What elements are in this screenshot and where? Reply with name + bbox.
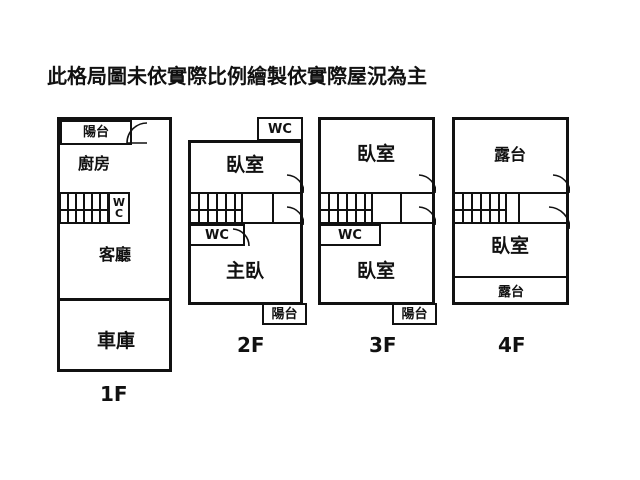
1f-garage-divider: [57, 298, 172, 301]
2f-bedroom-door-icon: [286, 174, 304, 193]
4f-terrace-door-icon: [552, 174, 570, 193]
2f-room-bedroom: 臥室: [212, 152, 278, 178]
3f-corridor-bottom-line: [318, 222, 435, 224]
4f-room-terrace-lower: 露台: [481, 282, 541, 302]
4f-room-terrace-upper-label: 露台: [493, 145, 526, 164]
3f-room-balcony: 陽台: [392, 303, 437, 325]
2f-room-master-bedroom-label: 主臥: [225, 259, 264, 282]
3f-corridor-divider: [400, 192, 402, 224]
1f-room-balcony-label: 陽台: [82, 125, 109, 140]
3f-room-bathroom: WC: [319, 224, 381, 246]
1f-room-living: 客廳: [82, 243, 148, 267]
2f-master-bedroom-door-icon: [286, 206, 304, 225]
2f-room-balcony: 陽台: [262, 303, 307, 325]
1f-room-garage-label: 車庫: [96, 329, 135, 352]
4f-corridor-bottom-line: [452, 222, 569, 224]
1f-balcony-door-icon: [126, 122, 148, 144]
3f-bedroom-upper-door-icon: [418, 174, 436, 193]
3f-room-bedroom-upper-label: 臥室: [356, 142, 395, 165]
3f-room-bedroom-lower: 臥室: [343, 258, 409, 284]
1f-room-kitchen: 廚房: [64, 152, 124, 176]
2f-bathroom-door-icon: [232, 226, 250, 246]
3f-bedroom-lower-door-icon: [418, 206, 436, 225]
2f-staircase: [189, 192, 243, 224]
2f-room-balcony-label: 陽台: [271, 306, 298, 322]
1f-outline: [57, 117, 172, 372]
2f-corridor-bottom-line: [188, 222, 303, 224]
3f-room-bathroom-label: WC: [338, 227, 362, 243]
2f-room-master-bedroom: 主臥: [212, 258, 278, 284]
4f-staircase: [453, 192, 507, 224]
4f-corridor-top-line: [452, 192, 569, 194]
2f-room-bathroom-upper: WC: [257, 117, 303, 141]
1f-staircase: [59, 192, 109, 224]
3f-room-bedroom-lower-label: 臥室: [356, 259, 395, 282]
3f-staircase: [319, 192, 373, 224]
2f-room-bathroom-lower-label: WC: [205, 227, 229, 243]
1f-room-living-label: 客廳: [98, 245, 131, 264]
2f-caption: 2F: [237, 333, 265, 357]
1f-room-garage: 車庫: [83, 327, 149, 355]
3f-corridor-top-line: [318, 192, 435, 194]
4f-caption: 4F: [498, 333, 526, 357]
4f-room-bedroom-label: 臥室: [490, 234, 529, 257]
1f-room-kitchen-label: 廚房: [77, 154, 110, 173]
4f-room-bedroom: 臥室: [477, 233, 543, 259]
4f-terrace-divider: [452, 276, 569, 278]
3f-room-balcony-label: 陽台: [401, 306, 428, 322]
page-title: 此格局圖未依實際比例繪製依實際屋況為主: [47, 64, 427, 88]
4f-corridor-divider: [518, 192, 520, 224]
2f-corridor-top-line: [188, 192, 303, 194]
3f-caption: 3F: [369, 333, 397, 357]
2f-corridor-divider: [272, 192, 274, 224]
4f-room-terrace-upper: 露台: [477, 142, 543, 168]
1f-room-balcony: 陽台: [60, 120, 132, 145]
4f-bedroom-door-icon: [548, 206, 570, 229]
3f-room-bedroom-upper: 臥室: [343, 141, 409, 167]
1f-caption: 1F: [100, 382, 128, 406]
2f-room-bathroom-upper-label: WC: [268, 121, 292, 137]
4f-room-terrace-lower-label: 露台: [497, 284, 524, 300]
2f-room-bedroom-label: 臥室: [225, 153, 264, 176]
